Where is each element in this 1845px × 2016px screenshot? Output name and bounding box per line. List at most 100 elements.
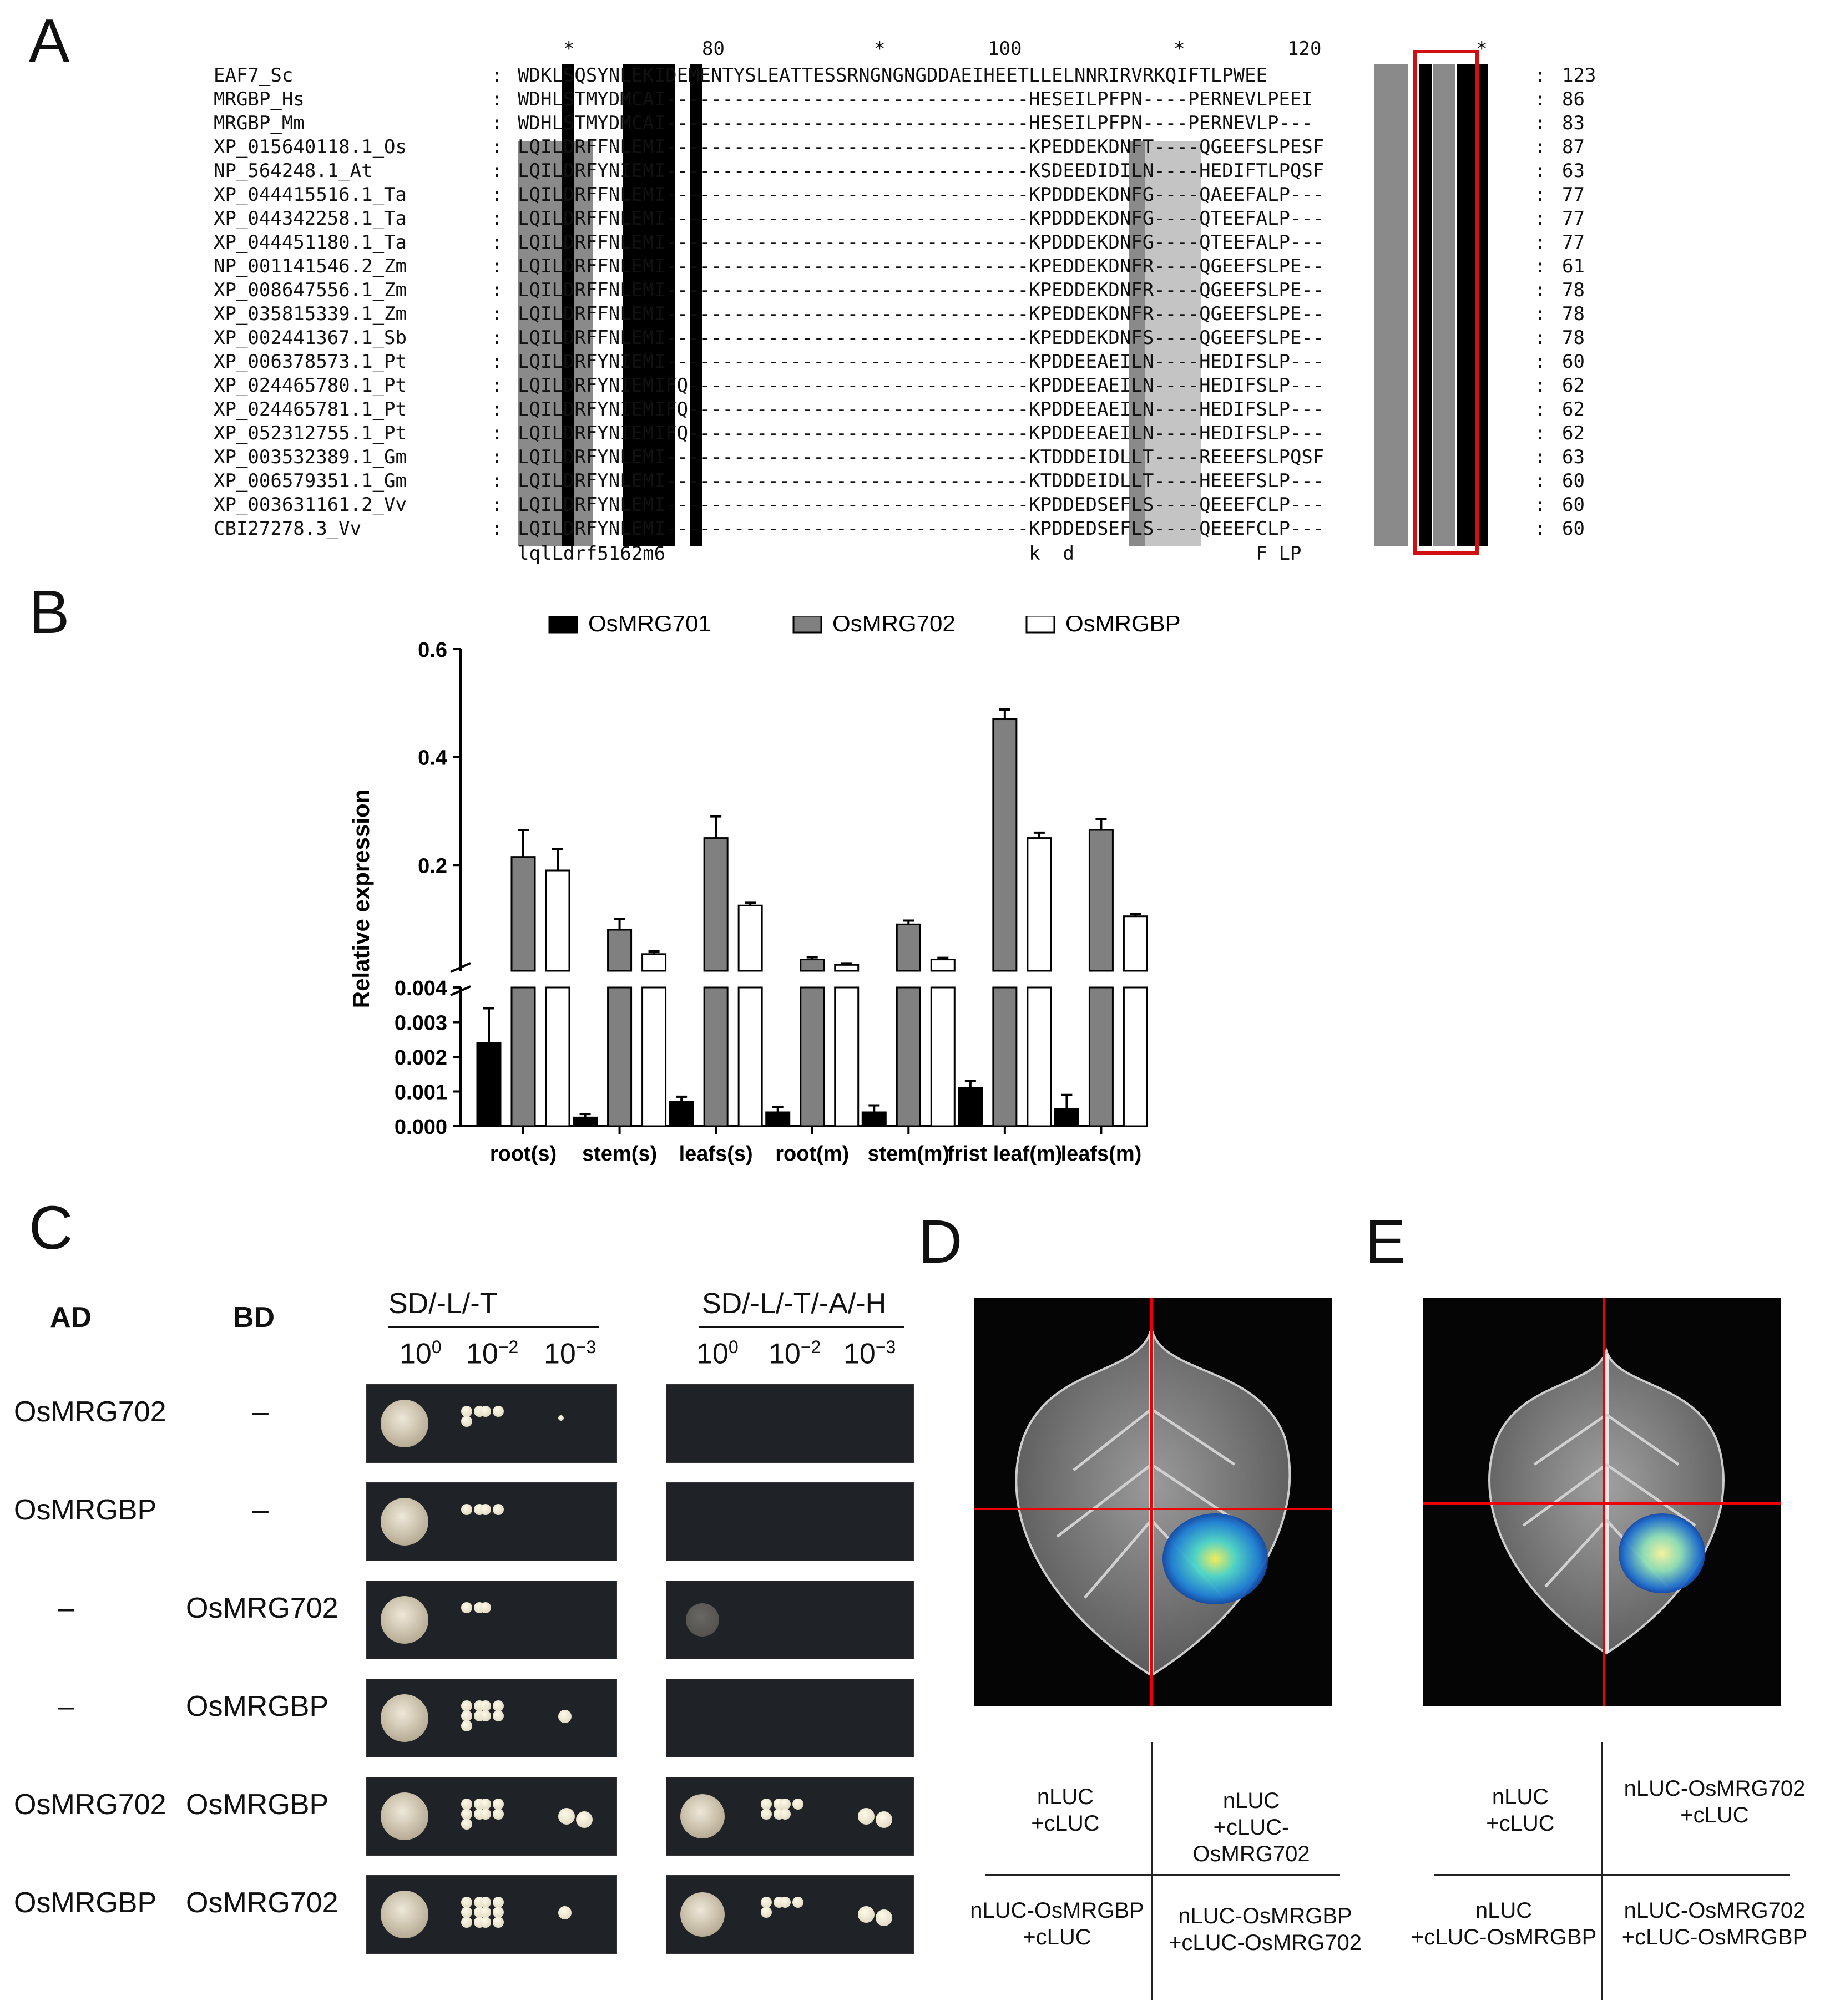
separator: : (491, 398, 503, 421)
x-tick-label: stem(s) (582, 1142, 657, 1166)
yeast-colony (493, 1504, 504, 1515)
ad-header: AD (50, 1301, 92, 1334)
luc-grid-divider (1601, 1742, 1603, 2000)
y-tick-label: 0.4 (418, 747, 447, 770)
separator: : (1534, 303, 1546, 325)
yeast-colony (461, 1720, 472, 1731)
sequence-length: 78 (1562, 303, 1585, 325)
separator: : (1534, 351, 1546, 373)
bar-lower-segment (641, 986, 667, 1127)
legend-swatch (548, 616, 578, 634)
separator: : (1534, 518, 1546, 540)
separator: : (491, 303, 503, 325)
bd-construct-label: OsMRG702 (186, 1592, 338, 1624)
yeast-colony (480, 1897, 491, 1908)
sequence-residues: LQILDRFFNLEMI---------------------------… (518, 255, 1325, 277)
bd-construct-label: OsMRGBP (186, 1690, 329, 1723)
sequence-name: XP_052312755.1_Pt (214, 422, 407, 444)
alignment-row: XP_024465780.1_Pt:LQILDRFYNIEMIFQ-------… (214, 374, 1634, 398)
yeast-colony (792, 1799, 803, 1810)
sequence-length: 77 (1562, 207, 1585, 230)
sequence-residues: LQILDRFYNIEMI---------------------------… (518, 351, 1325, 373)
yeast-colony (461, 1710, 472, 1721)
yeast-colony (480, 1406, 491, 1417)
yeast-colony (493, 1917, 504, 1928)
axis-break-mark (450, 962, 471, 973)
bar-lower-segment (1088, 986, 1114, 1127)
plate1-title: SD/-L/-T (388, 1288, 498, 1320)
yeast-plate-spot-row (366, 1679, 617, 1757)
sequence-length: 77 (1562, 231, 1585, 254)
bar-lower-segment (545, 986, 570, 1127)
yeast-colony (480, 1799, 491, 1810)
separator: : (491, 327, 503, 349)
yeast-plate-spot-row (366, 1777, 617, 1856)
ad-construct-label: OsMRG702 (14, 1396, 166, 1428)
bar (896, 923, 921, 972)
yeast-colony (761, 1799, 772, 1810)
yeast-plate-spot-row (666, 1581, 914, 1659)
dilution-label-1e-3: 10−3 (843, 1337, 896, 1370)
alignment-row: MRGBP_Hs:WDHLSTMYDMCAI------------------… (214, 88, 1634, 112)
bd-construct-label: OsMRG702 (186, 1887, 338, 1919)
dilution-label-1e-3: 10−3 (544, 1337, 597, 1370)
ruler-100: 100 (988, 38, 1022, 60)
sequence-alignment: * 80 * 100 * 120 * EAF7_Sc:WDKLSQSYNLEKI… (214, 38, 1634, 570)
leaf-image-e (1423, 1298, 1781, 1706)
yeast-colony (461, 1917, 472, 1928)
separator: : (1534, 231, 1546, 254)
separator: : (491, 446, 503, 468)
sequence-residues: WDHLSTMYDMCAI---------------------------… (518, 112, 1313, 134)
yeast-colony (493, 1710, 504, 1721)
motif-highlight-box (1413, 50, 1479, 555)
yeast-colony (461, 1406, 472, 1417)
sequence-length: 78 (1562, 279, 1585, 301)
sequence-residues: LQILDRFYNLEMI---------------------------… (518, 518, 1325, 540)
bar (641, 953, 667, 972)
separator: : (491, 494, 503, 516)
sequence-residues: LQILDRFFNLEMI---------------------------… (518, 207, 1325, 230)
dilution-label-1e-2: 10−2 (769, 1337, 821, 1370)
sequence-name: XP_024465780.1_Pt (214, 374, 407, 397)
sequence-length: 87 (1562, 136, 1585, 158)
separator: : (1534, 207, 1546, 230)
separator: : (491, 279, 503, 301)
panel-letter-b: B (29, 578, 70, 646)
plate2-title: SD/-L/-T/-A/-H (702, 1288, 887, 1320)
panel-letter-c: C (29, 1194, 73, 1262)
sequence-name: NP_001141546.2_Zm (214, 255, 407, 277)
yeast-plate-spot-row (666, 1777, 914, 1856)
sequence-length: 78 (1562, 327, 1585, 349)
alignment-row: XP_003631161.2_Vv:LQILDRFYNLEMI---------… (214, 494, 1634, 517)
conservation-shading (562, 64, 574, 546)
conservation-shading (1374, 64, 1408, 546)
separator: : (1534, 422, 1546, 444)
sequence-length: 63 (1562, 446, 1585, 468)
x-tick-label: frist leaf(m) (947, 1142, 1062, 1166)
luc-label-d-tl: nLUC+cLUC (1031, 1785, 1100, 1836)
yeast-colony (558, 1906, 572, 1919)
bd-header: BD (233, 1301, 275, 1334)
leaf-image-d (974, 1298, 1332, 1706)
sequence-residues: WDKLSQSYNLEKIDEMENTYSLEATTESSRNGNGNGDDAE… (518, 64, 1268, 87)
alignment-row: XP_035815339.1_Zm:LQILDRFFNLEMI---------… (214, 303, 1634, 326)
yeast-colony (461, 1416, 472, 1427)
bar (1123, 915, 1148, 972)
yeast-colony (493, 1406, 504, 1417)
sequence-name: XP_044415516.1_Ta (214, 184, 407, 206)
sequence-name: XP_003532389.1_Gm (214, 446, 407, 468)
ad-construct-label: – (58, 1592, 74, 1624)
yeast-colony (780, 1897, 791, 1908)
alignment-row: XP_006579351.1_Gm:LQILDRFYNLEMI---------… (214, 470, 1634, 493)
bd-construct-label: – (252, 1396, 269, 1428)
sequence-residues: LQILDRFFNLEMI---------------------------… (518, 327, 1325, 349)
ad-construct-label: OsMRG702 (14, 1789, 166, 1821)
sequence-residues: LQILDRFFNLEMI---------------------------… (518, 136, 1325, 158)
sequence-residues: WDHLSTMYDMCAI---------------------------… (518, 88, 1313, 110)
y-axis-label: Relative expression (348, 789, 374, 1009)
y-tick-label: 0.004 (395, 977, 447, 1000)
bar (834, 964, 860, 972)
separator: : (491, 160, 503, 182)
bar-lower-segment (737, 986, 763, 1127)
separator: : (1534, 327, 1546, 349)
